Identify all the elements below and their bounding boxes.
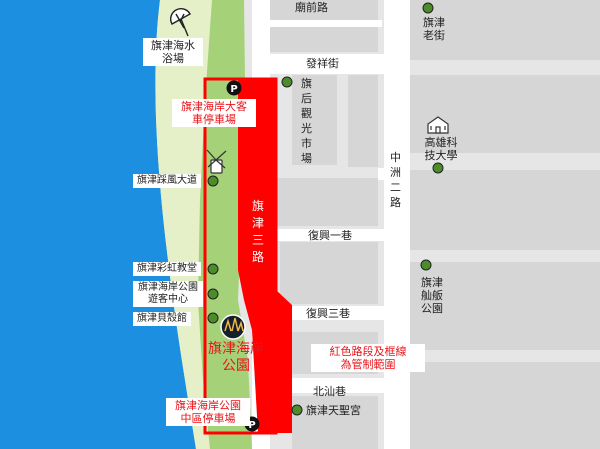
- poi-label-bus-parking[interactable]: 旗津海岸大客車停車場: [172, 99, 256, 128]
- road-label-beishan: 北汕巷: [313, 385, 346, 398]
- block: [410, 0, 600, 60]
- poi-marker-icon[interactable]: [291, 404, 303, 416]
- road-label-qijin-3: 旗津三路: [251, 199, 264, 264]
- legend-line-1: 紅色路段及框線: [329, 345, 407, 358]
- block: [410, 75, 600, 153]
- legend-box: 紅色路段及框線 為管制範圍: [311, 344, 425, 373]
- block: [410, 170, 600, 250]
- poi-label-rainbow-church[interactable]: 旗津彩虹教堂: [133, 262, 201, 276]
- poi-label-shell-museum[interactable]: 旗津貝殼館: [133, 312, 191, 326]
- block: [292, 396, 378, 449]
- poi-label-empress-market[interactable]: 旗后觀光市場: [301, 77, 312, 165]
- poi-markers: [207, 2, 444, 416]
- road-label-fuxing-3: 復興三巷: [306, 307, 350, 320]
- block: [410, 262, 600, 350]
- school-building-icon: [427, 116, 449, 134]
- poi-marker-icon[interactable]: [207, 312, 219, 324]
- poi-marker-icon[interactable]: [207, 288, 219, 300]
- sea: [0, 0, 196, 449]
- block: [280, 242, 378, 304]
- road-label-fuxing-1: 復興一巷: [308, 229, 352, 242]
- poi-label-nkust[interactable]: 高雄科技大學: [424, 136, 458, 163]
- road-label-zhongzhou-2: 中洲二路: [390, 151, 401, 209]
- poi-marker-icon[interactable]: [432, 162, 444, 174]
- legend-line-2: 為管制範圍: [340, 358, 396, 372]
- block: [270, 178, 378, 226]
- poi-marker-icon[interactable]: [420, 259, 432, 271]
- poi-label-old-street[interactable]: 旗津老街: [423, 16, 445, 43]
- poi-label-coastal-park[interactable]: 旗津海岸公園: [208, 341, 264, 374]
- windmill-icon: [206, 149, 227, 174]
- poi-marker-icon[interactable]: [207, 263, 219, 275]
- poi-label-wind-blvd[interactable]: 旗津踩風大道: [133, 174, 201, 188]
- poi-label-visitor-center[interactable]: 旗津海岸公園遊客中心: [133, 281, 203, 307]
- coastal-park-photo-icon: [220, 314, 246, 340]
- road: [270, 306, 410, 320]
- poi-marker-icon[interactable]: [281, 76, 293, 88]
- road: [252, 54, 410, 74]
- block: [410, 362, 600, 449]
- poi-marker-icon[interactable]: [422, 2, 434, 14]
- poi-label-bathing-beach[interactable]: 旗津海水浴場: [143, 38, 203, 67]
- road-label-miaoqian: 廟前路: [295, 1, 328, 14]
- poi-label-middle-parking[interactable]: 旗津海岸公園中區停車場: [166, 398, 250, 427]
- parking-icon-label: P: [248, 420, 255, 431]
- road: [378, 168, 410, 180]
- block: [348, 75, 378, 167]
- road-label-faxiang: 發祥街: [306, 57, 339, 70]
- city-blocks: [270, 0, 600, 449]
- road: [252, 20, 382, 27]
- block: [292, 75, 337, 165]
- road: [270, 229, 410, 241]
- restricted-road: [238, 79, 292, 433]
- beach-umbrella-icon: [170, 8, 191, 37]
- parking-icon[interactable]: P: [226, 80, 242, 96]
- poi-label-ferry-park[interactable]: 旗津舢舨公園: [421, 276, 443, 316]
- road: [384, 0, 410, 449]
- poi-label-tianhou-temple[interactable]: 旗津天聖宮: [306, 404, 361, 417]
- road: [270, 378, 410, 393]
- parking-icon-label: P: [230, 84, 237, 95]
- poi-marker-icon[interactable]: [207, 175, 219, 187]
